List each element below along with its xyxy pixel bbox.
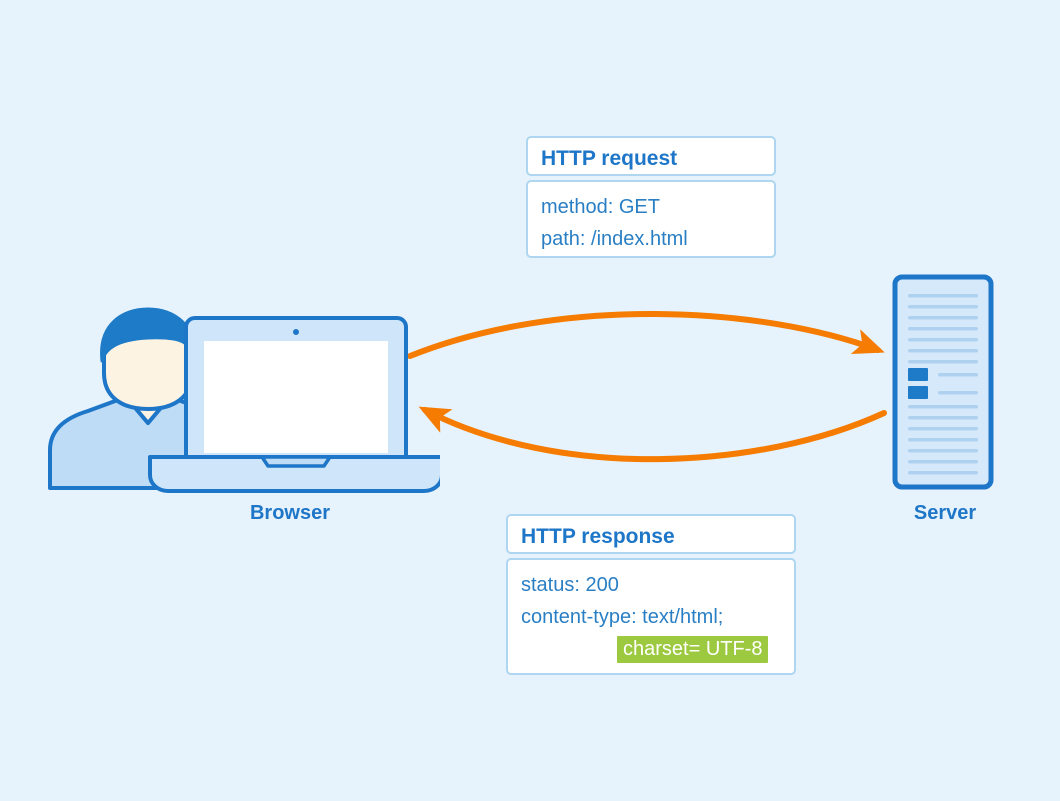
browser-illustration bbox=[48, 307, 440, 493]
http-request-body: method: GET path: /index.html bbox=[526, 180, 776, 258]
laptop-screen bbox=[204, 341, 388, 453]
server-detail-lines bbox=[908, 294, 978, 475]
response-arrow bbox=[418, 406, 887, 463]
request-arrow bbox=[407, 311, 885, 359]
http-response-title: HTTP response bbox=[521, 525, 675, 548]
server-label: Server bbox=[913, 502, 977, 524]
http-response-line: status: 200 bbox=[521, 574, 619, 596]
http-request-line: path: /index.html bbox=[541, 228, 688, 250]
http-response-line-highlighted: charset= UTF-8 bbox=[521, 633, 794, 665]
server-led-icon bbox=[908, 368, 928, 381]
charset-highlight-badge: charset= UTF-8 bbox=[617, 636, 769, 663]
http-request-title: HTTP request bbox=[541, 147, 678, 170]
laptop-camera-icon bbox=[293, 329, 299, 335]
http-request-line: method: GET bbox=[541, 196, 660, 218]
http-request-header: HTTP request bbox=[526, 136, 776, 176]
http-response-body: status: 200 content-type: text/html; cha… bbox=[506, 558, 796, 675]
browser-label: Browser bbox=[249, 502, 331, 524]
laptop-trackpad bbox=[260, 455, 332, 468]
server-illustration bbox=[892, 274, 994, 490]
http-response-header: HTTP response bbox=[506, 514, 796, 554]
laptop-base bbox=[148, 455, 440, 493]
http-response-line: content-type: text/html; bbox=[521, 606, 724, 628]
server-led-icon bbox=[908, 386, 928, 399]
